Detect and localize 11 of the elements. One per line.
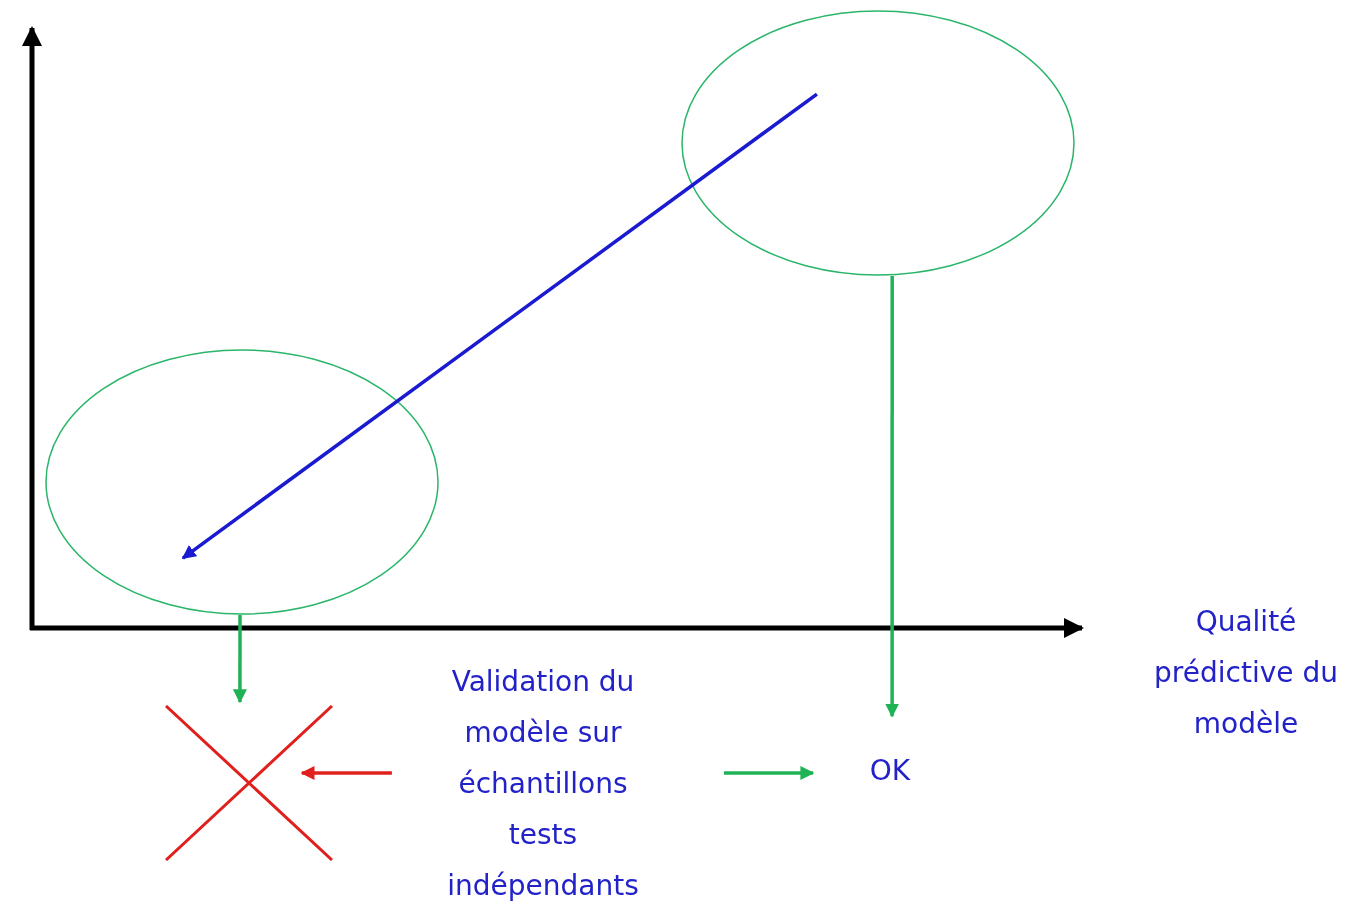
arrow xyxy=(724,766,815,780)
arrow xyxy=(232,615,247,704)
arrow xyxy=(300,766,392,780)
ellipse-outline xyxy=(681,10,1075,276)
cross-mark xyxy=(165,705,333,861)
axis-label: Qualité prédictive du modèle xyxy=(1153,604,1339,742)
node-text: OK xyxy=(855,745,925,793)
arrow xyxy=(885,276,900,718)
arrow xyxy=(181,92,818,560)
node-text: Validation du modèle sur échantillons tests indépendants xyxy=(428,656,658,908)
ellipse-outline xyxy=(45,349,439,615)
